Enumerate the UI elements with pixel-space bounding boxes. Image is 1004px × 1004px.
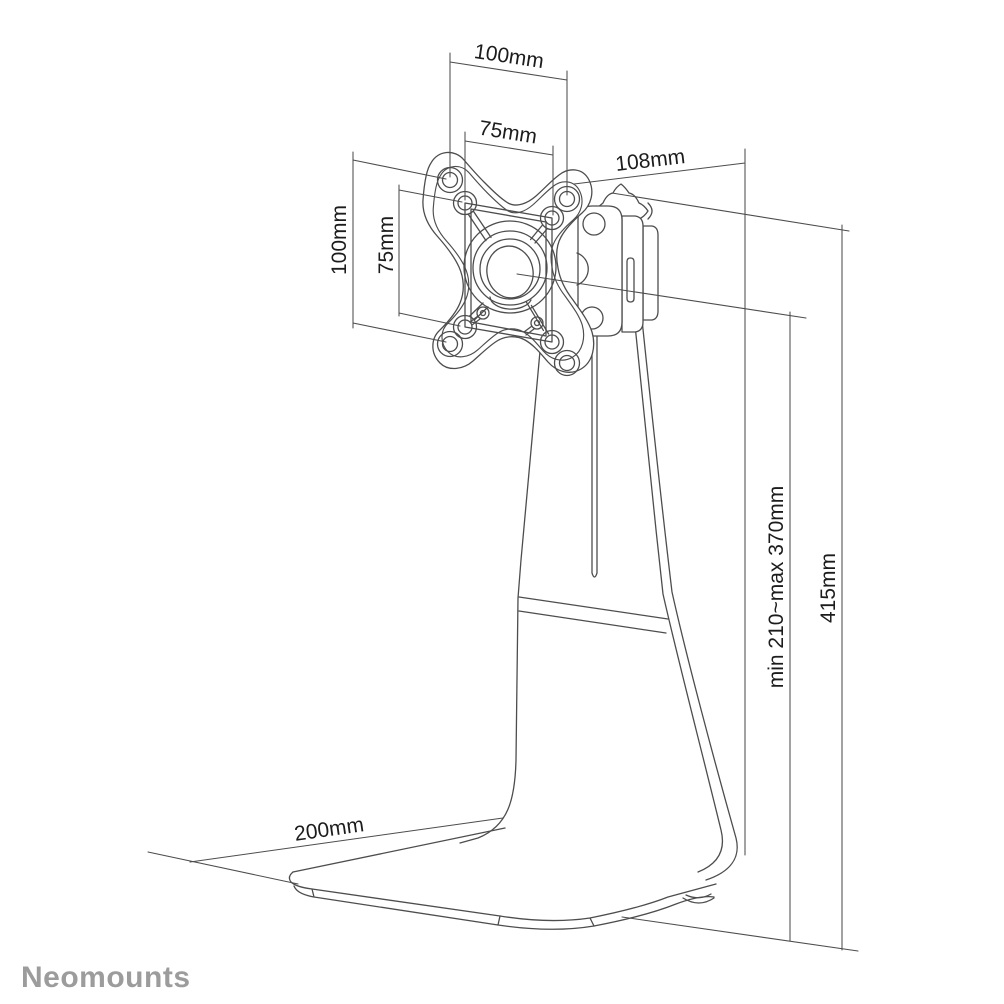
dim-label-total-height: 415mm [817, 553, 840, 623]
dim-label-vesa-width-outer: 100mm [473, 40, 546, 73]
desk-line-left [147, 851, 299, 885]
plate-center-boss [463, 220, 557, 314]
stand-column [459, 241, 738, 881]
desk-line-right [621, 916, 859, 952]
neomounts-logo: Neomounts [21, 961, 191, 994]
dimension-labels: 100mm 75mm 108mm 100mm 75mm min 210~max … [293, 40, 840, 846]
dimension-lines [189, 52, 850, 951]
screw-posts [469, 306, 544, 336]
dim-label-base-depth: 200mm [293, 813, 366, 846]
vesa-plate [422, 151, 595, 377]
stand-base [147, 827, 859, 952]
dim-label-vesa-height-outer: 100mm [328, 205, 351, 275]
dim-label-vesa-width-inner: 75mm [477, 117, 538, 149]
height-adjust-slot [591, 335, 598, 578]
plate-ribs [464, 202, 553, 343]
base-foot [682, 893, 715, 904]
dim-label-vesa-height-inner: 75mm [375, 216, 398, 274]
mount-head [576, 183, 659, 337]
dim-label-height-adjust-range: min 210~max 370mm [765, 486, 788, 689]
